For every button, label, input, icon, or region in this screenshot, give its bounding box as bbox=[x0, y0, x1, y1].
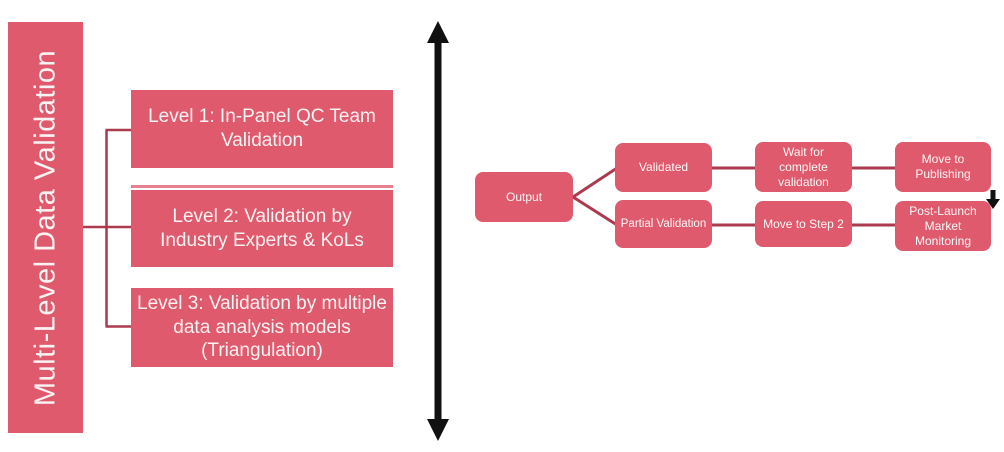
title-box: Multi-Level Data Validation bbox=[8, 22, 83, 433]
partial-validation-label: Partial Validation bbox=[620, 217, 707, 230]
validated-label: Validated bbox=[638, 160, 689, 174]
output-box: Output bbox=[475, 172, 573, 222]
vertical-double-arrow bbox=[427, 21, 449, 441]
connector-output-validated bbox=[572, 166, 618, 199]
move-to-publishing-box: Move to Publishing bbox=[895, 142, 991, 192]
level-3-box: Level 3: Validation by multiple data ana… bbox=[131, 288, 393, 367]
validated-box: Validated bbox=[615, 143, 712, 192]
move-to-publishing-label: Move to Publishing bbox=[915, 152, 971, 181]
level-bracket-connector bbox=[83, 128, 131, 328]
output-label: Output bbox=[505, 189, 543, 204]
level-1-label: Level 1: In-Panel QC Team Validation bbox=[148, 106, 376, 151]
diagram-title: Multi-Level Data Validation bbox=[29, 49, 61, 406]
wait-for-validation-box: Wait for complete validation bbox=[755, 142, 852, 192]
move-to-step2-box: Move to Step 2 bbox=[755, 201, 852, 247]
level-2-box: Level 2: Validation by Industry Experts … bbox=[131, 190, 393, 267]
level-divider-line bbox=[131, 185, 393, 188]
partial-validation-box: Partial Validation bbox=[615, 200, 712, 248]
post-launch-monitoring-box: Post-Launch Market Monitoring bbox=[895, 201, 991, 251]
level-1-box: Level 1: In-Panel QC Team Validation bbox=[131, 90, 393, 168]
wait-for-validation-label: Wait for complete validation bbox=[778, 144, 829, 189]
connector-output-partial bbox=[572, 195, 618, 227]
move-to-step2-label: Move to Step 2 bbox=[763, 216, 844, 231]
post-launch-monitoring-label: Post-Launch Market Monitoring bbox=[909, 203, 977, 248]
level-3-label: Level 3: Validation by multiple data ana… bbox=[137, 292, 387, 362]
level-2-label: Level 2: Validation by Industry Experts … bbox=[160, 205, 364, 251]
